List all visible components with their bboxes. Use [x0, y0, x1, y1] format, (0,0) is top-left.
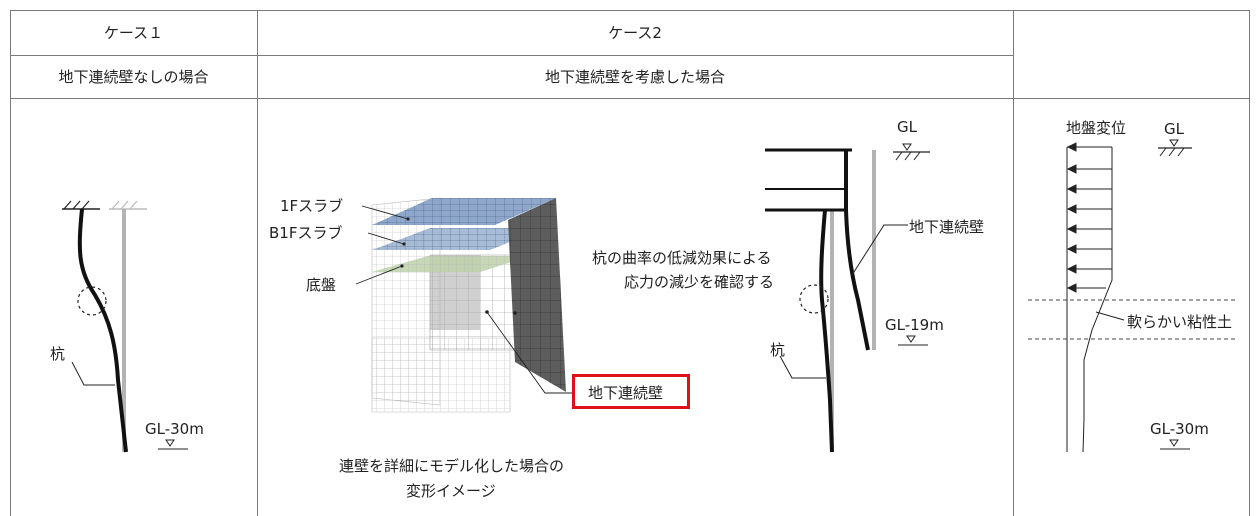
table-header-bottom: [10, 98, 1250, 99]
case1-subheader: 地下連続壁なしの場合: [58, 68, 209, 86]
case2-gl-label: GL: [897, 118, 917, 136]
case2-wall-deformed: [844, 150, 870, 351]
case1-pile-leader: [71, 361, 115, 386]
label-b1f-slab: B1Fスラブ: [269, 224, 343, 242]
case2-gl-marker: [893, 143, 930, 161]
case2-curvature-circle: [799, 284, 829, 314]
table-right-border: [1249, 10, 1250, 516]
leader-1f-slab: [361, 205, 409, 220]
table-top-border: [10, 10, 1250, 11]
case2-wall-leader: [851, 224, 908, 276]
table-col-divider-2: [1013, 10, 1014, 516]
case2-pile-label: 杭: [770, 341, 786, 359]
table-col-divider-1: [257, 10, 258, 516]
case2-wall-depth-marker: [898, 335, 928, 346]
model-caption-line1: 連壁を詳細にモデル化した場合の: [339, 457, 565, 475]
case1-ground-hatch: [62, 200, 147, 210]
case1-pile-label: 杭: [50, 345, 66, 363]
ground-displacement-profile: [1082, 147, 1113, 453]
case1-curvature-circle: [77, 286, 107, 316]
label-wall-3d: 地下連続壁: [588, 384, 664, 402]
case2-note-line1: 杭の曲率の低減効果による: [592, 249, 772, 267]
case1-deformed-pile: [77, 208, 128, 453]
case1-header: ケース１: [103, 24, 164, 42]
model-3d: [371, 197, 566, 413]
ground-depth-label: GL-30m: [1150, 420, 1209, 438]
leader-b1f-slab: [367, 232, 405, 245]
case2-wall-depth-label: GL-19m: [885, 316, 944, 334]
soft-clay-label: 軟らかい粘性土: [1127, 313, 1233, 331]
case2-floor-slabs: [765, 148, 852, 212]
case2-header: ケース2: [608, 24, 662, 42]
case2-pile-leader: [779, 355, 826, 379]
case2-wall-label: 地下連続壁: [909, 218, 985, 236]
ground-displacement-arrows: [1066, 142, 1112, 293]
case1-depth-marker: [158, 439, 188, 450]
table-left-border: [10, 10, 11, 516]
ground-title: 地盤変位: [1066, 119, 1127, 137]
ground-depth-marker: [1160, 439, 1190, 450]
highlight-wall-box: [572, 374, 690, 409]
leader-base-slab: [355, 265, 403, 285]
label-1f-slab: 1Fスラブ: [280, 197, 344, 215]
ground-gl-marker: [1158, 139, 1192, 157]
case2-note-line2: 応力の減少を確認する: [624, 273, 775, 291]
ground-gl-label: GL: [1164, 120, 1184, 138]
soft-clay-leader: [1095, 311, 1125, 321]
case2-subheader: 地下連続壁を考慮した場合: [544, 68, 725, 86]
table-row-divider: [10, 55, 1013, 56]
model-caption-line2: 変形イメージ: [406, 482, 496, 500]
case2-pile-deformed: [819, 209, 834, 453]
label-base-slab: 底盤: [306, 276, 337, 294]
case1-depth-label: GL-30m: [145, 420, 204, 438]
leader-wall-3d: [486, 311, 572, 394]
